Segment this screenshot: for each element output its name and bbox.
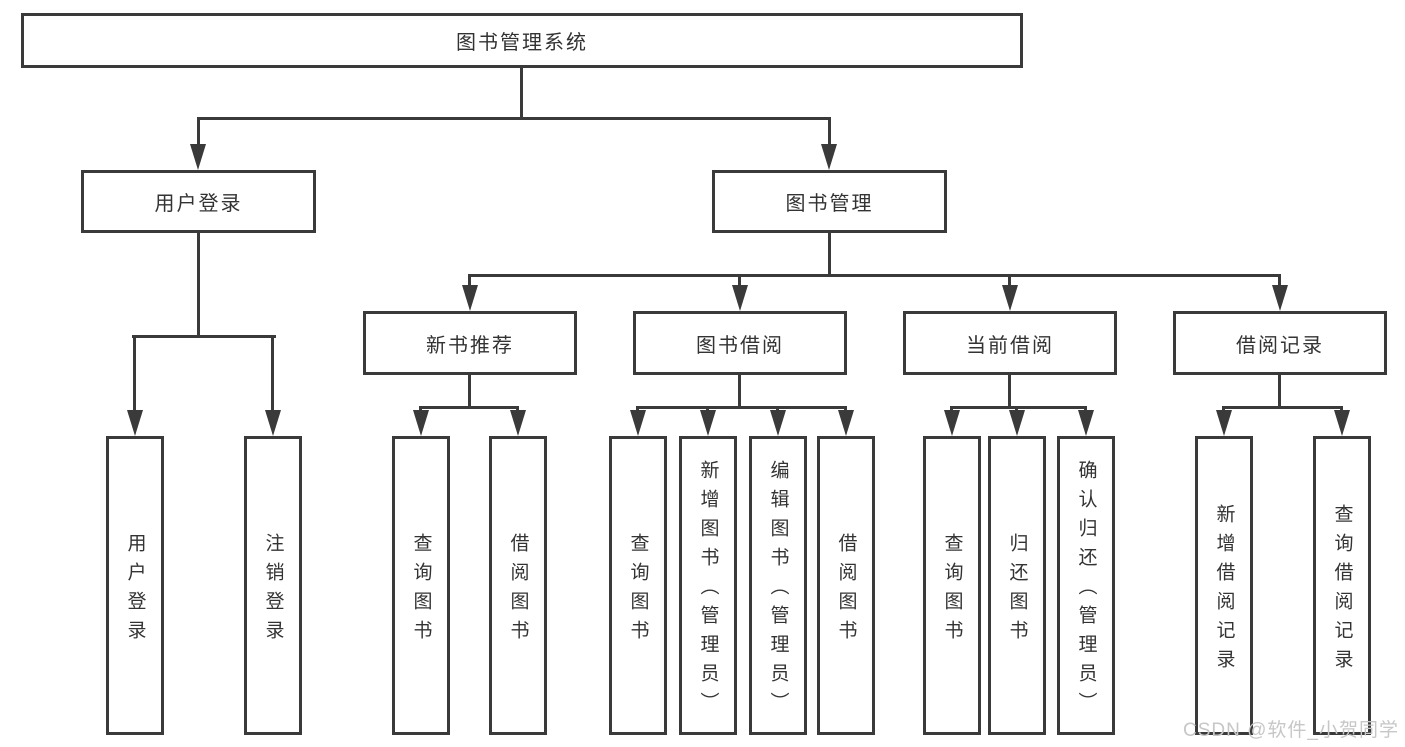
leaf-query-books-3: 查询图书: [923, 436, 981, 735]
connector-line: [738, 374, 741, 408]
node-current-borrow: 当前借阅: [903, 311, 1117, 375]
arrow-down-icon: [413, 410, 429, 436]
connector-line: [197, 117, 831, 120]
leaf-edit-books-admin: 编辑图书（管理员）: [749, 436, 807, 735]
arrow-down-icon: [944, 410, 960, 436]
connector-line: [828, 118, 831, 148]
leaf-label: 新增借阅记录: [1213, 503, 1235, 678]
connector-line: [1278, 374, 1281, 408]
arrow-down-icon: [462, 285, 478, 311]
arrow-down-icon: [1334, 410, 1350, 436]
leaf-borrow-books-1: 借阅图书: [489, 436, 547, 735]
arrow-down-icon: [127, 410, 143, 436]
arrow-down-icon: [265, 410, 281, 436]
connector-line: [520, 68, 523, 118]
leaf-add-books-admin: 新增图书（管理员）: [679, 436, 737, 735]
leaf-label: 查询图书: [410, 532, 432, 649]
node-new-book-recommend: 新书推荐: [363, 311, 577, 375]
arrow-down-icon: [1078, 410, 1094, 436]
leaf-confirm-return-admin: 确认归还（管理员）: [1057, 436, 1115, 735]
connector-line: [1008, 374, 1011, 408]
arrow-down-icon: [630, 410, 646, 436]
arrow-down-icon: [770, 410, 786, 436]
node-borrow-records: 借阅记录: [1173, 311, 1387, 375]
leaf-query-books-2: 查询图书: [609, 436, 667, 735]
connector-line: [950, 406, 1087, 409]
leaf-label: 查询图书: [941, 532, 963, 649]
leaf-add-borrow-record: 新增借阅记录: [1195, 436, 1253, 735]
connector-line: [271, 337, 274, 414]
node-root: 图书管理系统: [21, 13, 1023, 68]
arrow-down-icon: [510, 410, 526, 436]
connector-line: [197, 118, 200, 148]
leaf-label: 借阅图书: [507, 532, 529, 649]
leaf-logout: 注销登录: [244, 436, 302, 735]
leaf-label: 归还图书: [1006, 532, 1028, 649]
connector-line: [636, 406, 847, 409]
connector-line: [1222, 406, 1343, 409]
connector-line: [197, 233, 200, 337]
connector-line: [738, 275, 741, 289]
csdn-watermark: CSDN @软件_小贺同学: [1183, 720, 1399, 741]
leaf-label: 查询借阅记录: [1331, 503, 1353, 678]
connector-line: [468, 274, 1281, 277]
arrow-down-icon: [732, 285, 748, 311]
leaf-label: 借阅图书: [835, 532, 857, 649]
arrow-down-icon: [1272, 285, 1288, 311]
leaf-label: 用户登录: [124, 532, 146, 649]
arrow-down-icon: [1216, 410, 1232, 436]
connector-line: [1008, 275, 1011, 289]
arrow-down-icon: [821, 144, 837, 170]
arrow-down-icon: [700, 410, 716, 436]
connector-line: [133, 337, 136, 414]
node-user-login: 用户登录: [81, 170, 316, 233]
leaf-user-login: 用户登录: [106, 436, 164, 735]
connector-line: [828, 233, 831, 276]
arrow-down-icon: [190, 144, 206, 170]
connector-line: [419, 406, 519, 409]
leaf-label: 注销登录: [262, 532, 284, 649]
leaf-label: 确认归还（管理员）: [1075, 460, 1097, 721]
connector-line: [468, 374, 471, 408]
leaf-return-books: 归还图书: [988, 436, 1046, 735]
connector-line: [468, 275, 471, 289]
node-book-borrow: 图书借阅: [633, 311, 847, 375]
leaf-borrow-books-2: 借阅图书: [817, 436, 875, 735]
connector-line: [132, 335, 276, 338]
leaf-query-borrow-record: 查询借阅记录: [1313, 436, 1371, 735]
arrow-down-icon: [1002, 285, 1018, 311]
leaf-query-books-1: 查询图书: [392, 436, 450, 735]
arrow-down-icon: [838, 410, 854, 436]
connector-line: [1278, 275, 1281, 289]
leaf-label: 编辑图书（管理员）: [767, 460, 789, 721]
arrow-down-icon: [1009, 410, 1025, 436]
leaf-label: 查询图书: [627, 532, 649, 649]
node-book-management: 图书管理: [712, 170, 947, 233]
leaf-label: 新增图书（管理员）: [697, 460, 719, 721]
